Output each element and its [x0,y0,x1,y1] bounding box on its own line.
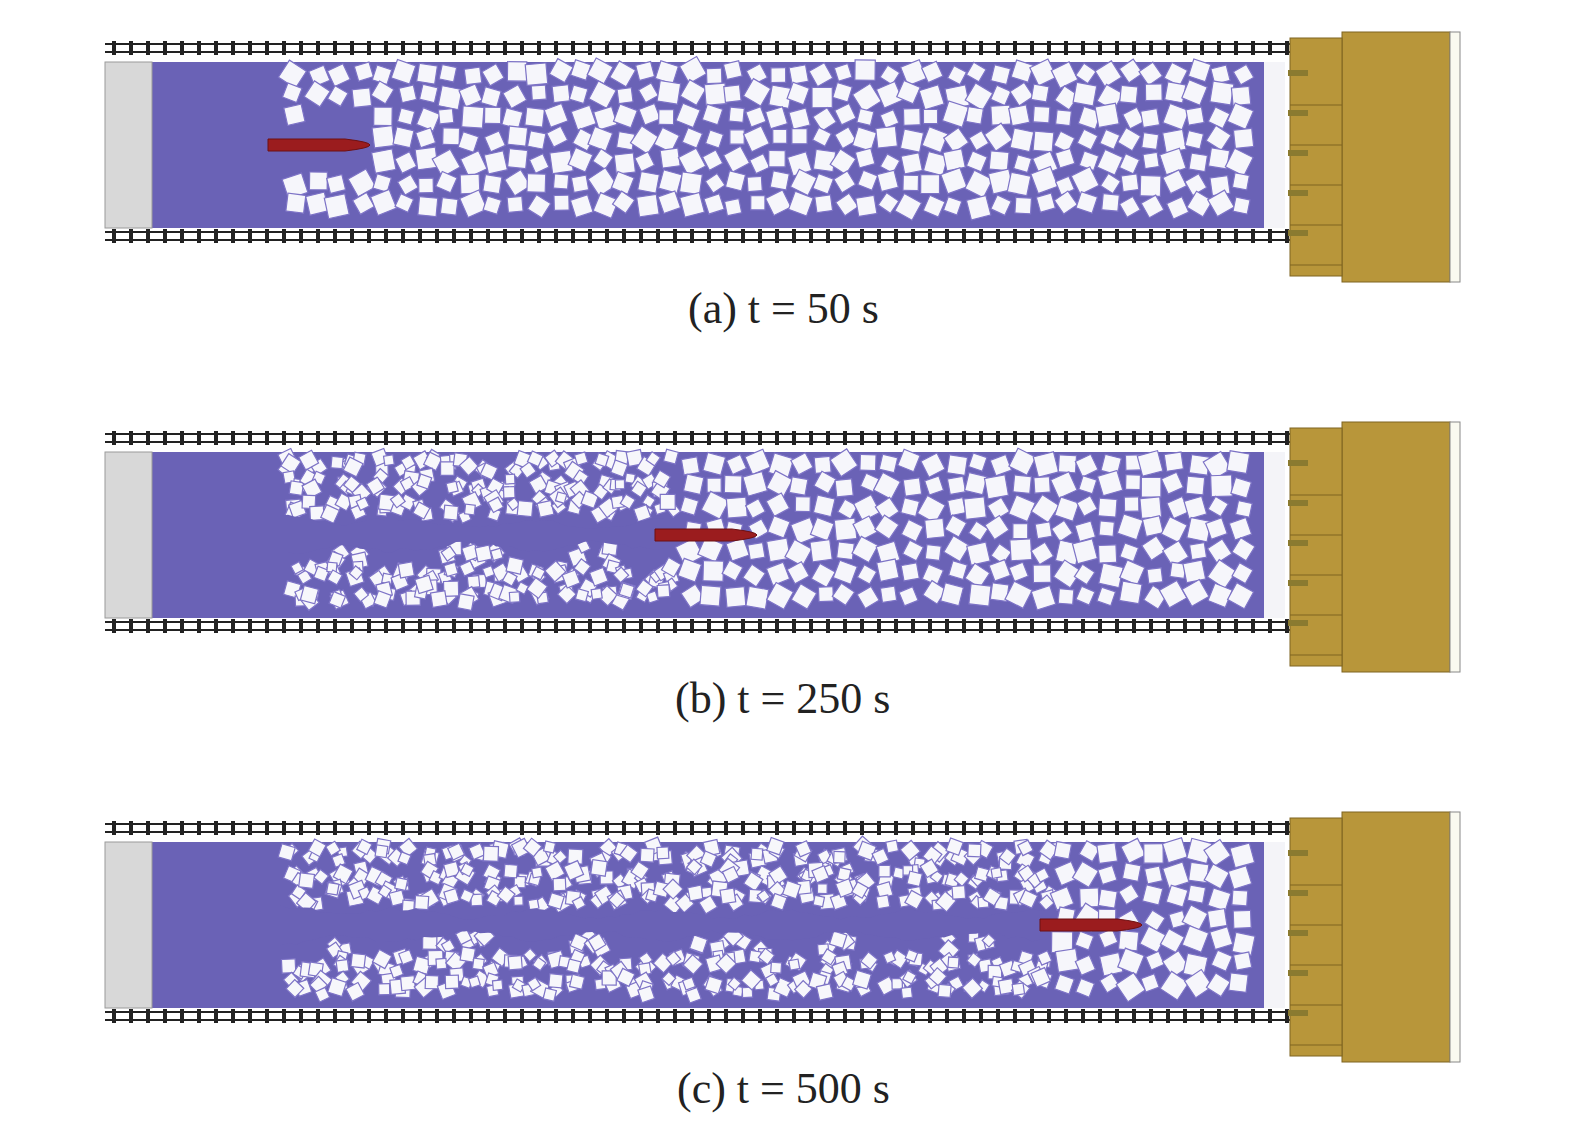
simulation-panel [105,32,1460,282]
panel-caption: (a) t = 50 s [688,285,879,333]
panel-caption: (b) t = 250 s [675,675,890,723]
simulation-panel [105,422,1460,672]
simulation-panel [105,812,1460,1062]
panel-caption: (c) t = 500 s [677,1065,890,1113]
